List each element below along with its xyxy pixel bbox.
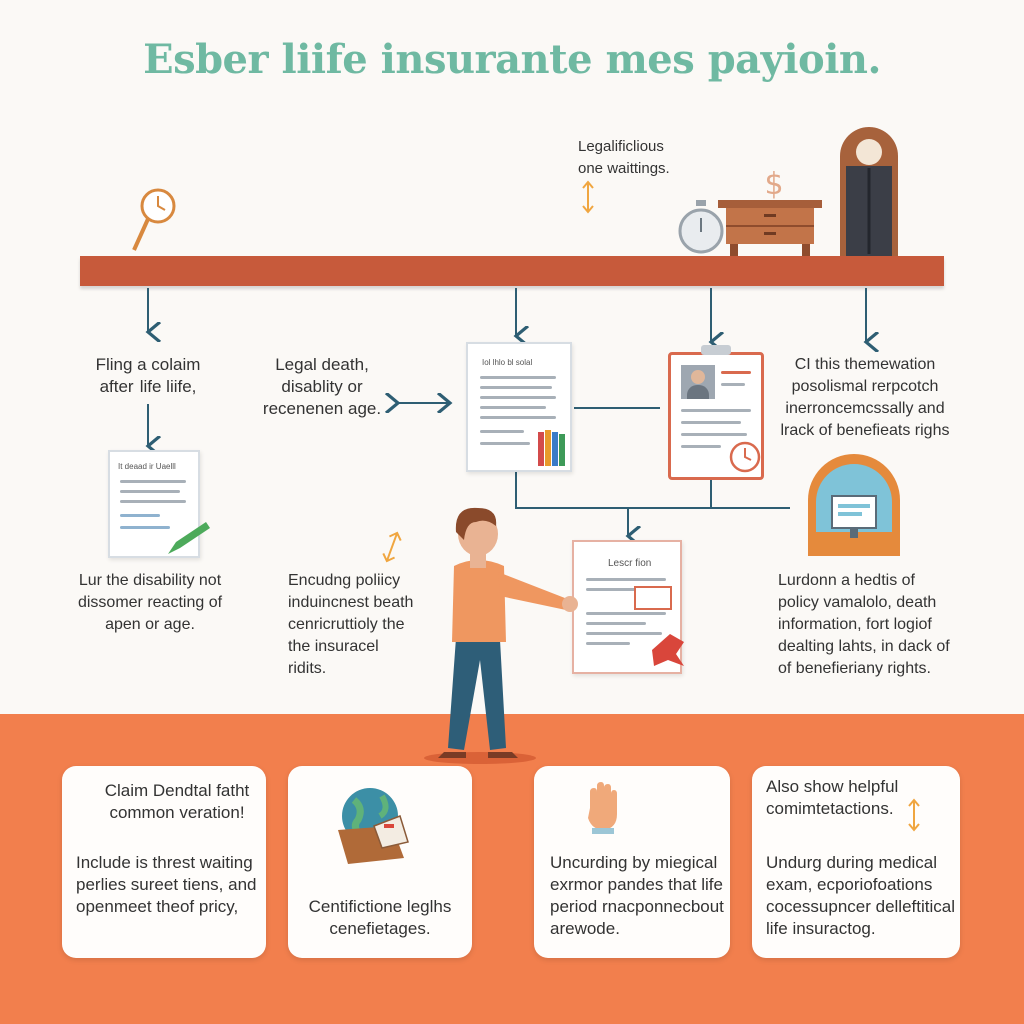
- info-card-1: Claim Dendtal fatht common veration! Inc…: [62, 766, 266, 958]
- globe-box-icon: [338, 788, 409, 864]
- page-title: Esber liife insurante mes payioin.: [143, 36, 881, 83]
- stopwatch-icon: [678, 200, 724, 254]
- label-policy: Encudng poliicy induincnest beath cenric…: [288, 572, 414, 677]
- label-filing-claim: Fling a colaim after life liife,: [95, 355, 201, 396]
- double-arrow-icon: [908, 798, 920, 832]
- magnifier-clock-icon: [132, 188, 176, 251]
- top-note: Legalificlious one waittings.: [578, 138, 670, 177]
- hand-icon: [588, 782, 617, 834]
- double-arrow-icon: [582, 180, 594, 214]
- grandfather-clock-icon: [840, 127, 898, 258]
- timeline-shelf: [80, 256, 944, 286]
- label-disability: Lur the disability not dissomer reacting…: [77, 572, 223, 633]
- policy-document: Iol lhlo bl solal: [466, 342, 572, 472]
- dresser-icon: [718, 200, 822, 256]
- seal-icon: [652, 634, 684, 666]
- clock-icon: [729, 441, 761, 473]
- person-figure: [424, 507, 578, 764]
- info-card-3: Uncurding by miegical exrmor pandes that…: [534, 766, 730, 958]
- dollar-icon: $: [764, 167, 783, 202]
- svg-text:$: $: [764, 167, 783, 202]
- pen-icon: [168, 522, 210, 554]
- label-benefits-rights: CI this themewation posolismal rerpcotch…: [780, 356, 950, 439]
- info-card-4: Also show helpful comimtetactions. Undur…: [752, 766, 960, 958]
- avatar: [681, 365, 715, 399]
- info-card-2: Centifictione leglhs cenefietages.: [288, 766, 472, 958]
- label-legal-death: Legal death, disablity or recenenen age.: [262, 355, 382, 418]
- label-beneficiary-rights: Lurdonn a hedtis of policy vamalolo, dea…: [778, 572, 950, 677]
- double-arrow-icon: [382, 531, 402, 563]
- monitor-arch-icon: [808, 454, 900, 556]
